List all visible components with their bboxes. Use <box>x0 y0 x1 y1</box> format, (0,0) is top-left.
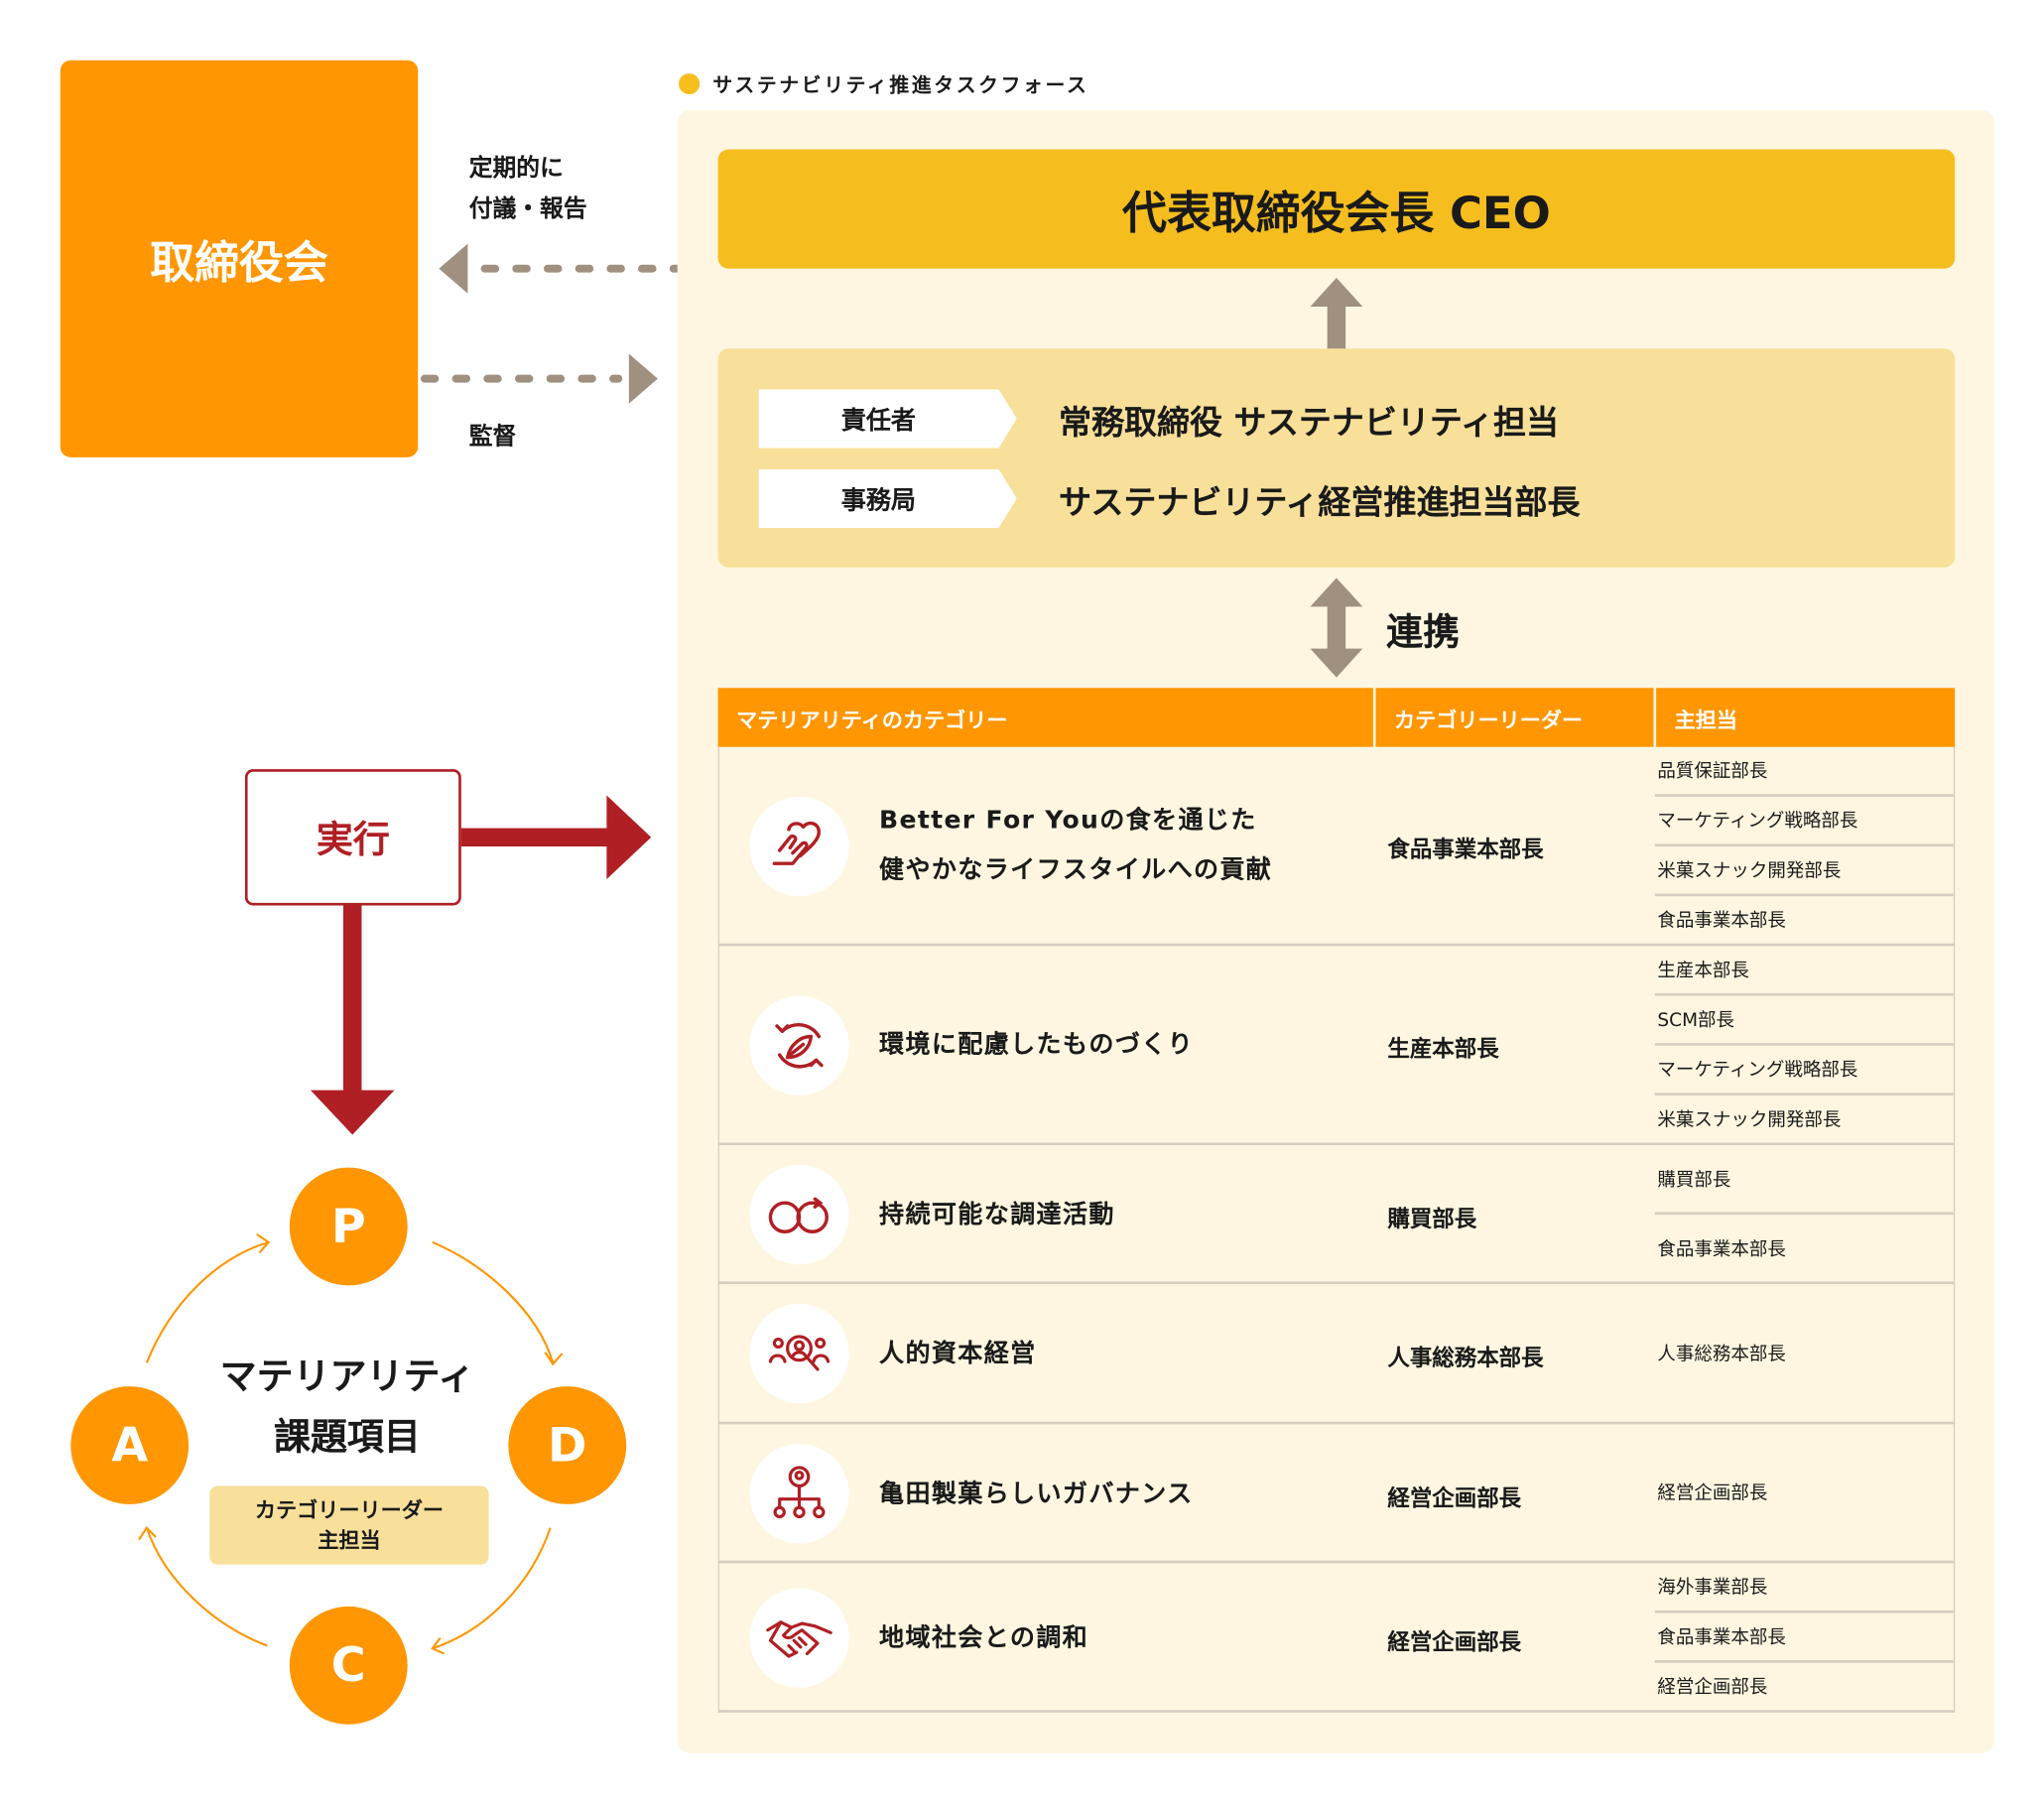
owner-item: 米菓スナック開発部長 <box>1657 1109 1842 1131</box>
arc-d-to-c <box>432 1527 552 1650</box>
category-text: 亀田製菓らしいガバナンス <box>879 1479 1194 1508</box>
secretariat-value: サステナビリティ経営推進担当部長 <box>1058 483 1581 522</box>
leader-text: 食品事業本部長 <box>1387 837 1544 864</box>
tag-label: 事務局 <box>840 485 917 515</box>
link-label: 連携 <box>1386 610 1461 654</box>
header-category: マテリアリティのカテゴリー <box>717 688 1373 747</box>
heart-hand-icon <box>749 796 849 897</box>
execute-label: 実行 <box>316 817 390 861</box>
category-text: 人的資本経営 <box>879 1339 1037 1368</box>
leader-text: 購買部長 <box>1387 1207 1477 1233</box>
tag-secretariat: 事務局 <box>758 468 1017 529</box>
arrowhead <box>256 1233 271 1254</box>
owner-list: 生産本部長 SCM部長 マーケティング戦略部長 米菓スナック開発部長 <box>1654 946 1954 1142</box>
leader-text: 経営企画部長 <box>1387 1485 1522 1512</box>
report-label-line1: 定期的に <box>468 154 564 183</box>
leader-text: 人事総務本部長 <box>1387 1346 1544 1372</box>
org-chart-icon <box>749 1444 849 1544</box>
people-search-icon <box>749 1303 849 1404</box>
owner-item: 購買部長 <box>1654 1145 1954 1216</box>
pdca-cycle-arrows <box>138 1233 564 1655</box>
board-label: 取締役会 <box>150 237 328 290</box>
category-text: 持続可能な調達活動 <box>879 1200 1115 1229</box>
ceo-label: 代表取締役会長 CEO <box>1122 187 1551 240</box>
arc-p-to-d <box>432 1240 555 1363</box>
pdca-do: D <box>508 1386 627 1504</box>
arrowhead <box>431 1636 446 1655</box>
role-line: 主担当 <box>318 1527 381 1553</box>
board-of-directors-box: 取締役会 <box>60 60 419 457</box>
execute-down-arrow <box>310 904 395 1135</box>
ceo-box: 代表取締役会長 CEO <box>717 149 1956 269</box>
report-arrow <box>439 243 682 294</box>
leader-text: 経営企画部長 <box>1387 1629 1522 1657</box>
materiality-title: マテリアリティ 課題項目 <box>184 1347 511 1467</box>
owner-list: 経営企画部長 <box>1655 1424 1954 1560</box>
leader-text: 生産本部長 <box>1387 1036 1499 1063</box>
owner-item: 食品事業本部長 <box>1657 910 1786 932</box>
responsible-value: 常務取締役 サステナビリティ担当 <box>1058 403 1560 443</box>
infinity-cycle-icon <box>749 1164 849 1265</box>
table-row: 持続可能な調達活動 購買部長 購買部長 食品事業本部長 <box>717 1145 1956 1285</box>
materiality-title-line: 課題項目 <box>273 1415 421 1459</box>
materiality-role-box: カテゴリーリーダー 主担当 <box>209 1485 489 1565</box>
owner-list: 人事総務本部長 <box>1655 1284 1954 1422</box>
pdca-act: A <box>70 1386 190 1504</box>
execute-right-arrow <box>460 795 652 880</box>
arc-a-to-p <box>145 1240 270 1363</box>
responsible-box: 責任者 常務取締役 サステナビリティ担当 事務局 サステナビリティ経営推進担当部… <box>717 348 1956 568</box>
taskforce-legend: サステナビリティ推進タスクフォース <box>712 72 1089 97</box>
arrowhead <box>544 1352 564 1366</box>
tag-label: 責任者 <box>840 406 917 436</box>
owner-item: 人事総務本部長 <box>1657 1344 1786 1365</box>
table-row: 亀田製菓らしいガバナンス 経営企画部長 経営企画部長 <box>717 1424 1956 1564</box>
category-text: 地域社会との調和 <box>879 1623 1089 1653</box>
owner-item: SCM部長 <box>1654 996 1954 1046</box>
report-label: 定期的に 付議・報告 <box>469 148 587 229</box>
legend-dot <box>679 72 701 95</box>
role-line: カテゴリーリーダー <box>254 1497 444 1523</box>
owner-list: 海外事業部長 食品事業本部長 経営企画部長 <box>1654 1563 1954 1710</box>
up-arrow-icon <box>1310 277 1363 351</box>
header-leader: カテゴリーリーダー <box>1375 688 1654 747</box>
double-arrow-icon <box>1310 578 1363 678</box>
pdca-plan: P <box>289 1167 408 1286</box>
owner-item: 食品事業本部長 <box>1654 1613 1954 1663</box>
arrowhead <box>138 1526 157 1541</box>
table-row: Better For Youの食を通じた健やかなライフスタイルへの貢献 食品事業… <box>717 746 1956 947</box>
execute-arrows <box>310 795 652 1135</box>
category-text: Better For Youの食を通じた健やかなライフスタイルへの貢献 <box>879 796 1272 895</box>
table-row: 人的資本経営 人事総務本部長 人事総務本部長 <box>717 1284 1956 1425</box>
category-line: 健やかなライフスタイルへの貢献 <box>879 855 1273 885</box>
owner-item: マーケティング戦略部長 <box>1654 1046 1954 1096</box>
table-row: 環境に配慮したものづくり 生産本部長 生産本部長 SCM部長 マーケティング戦略… <box>717 946 1956 1146</box>
arc-c-to-a <box>145 1527 268 1647</box>
owner-item: 経営企画部長 <box>1657 1483 1768 1504</box>
supervise-label: 監督 <box>468 423 517 452</box>
owner-item: マーケティング戦略部長 <box>1654 797 1954 847</box>
owner-item: 食品事業本部長 <box>1657 1238 1786 1260</box>
owner-item: 経営企画部長 <box>1657 1677 1768 1699</box>
pdca-check: C <box>289 1606 408 1725</box>
leaf-cycle-icon <box>749 995 849 1096</box>
report-supervise-arrows <box>420 243 682 404</box>
execute-box: 実行 <box>244 769 461 906</box>
owner-list: 購買部長 食品事業本部長 <box>1654 1145 1954 1281</box>
report-label-line2: 付議・報告 <box>468 194 587 223</box>
owner-item: 米菓スナック開発部長 <box>1654 846 1954 897</box>
handshake-icon <box>749 1588 849 1688</box>
owner-item: 海外事業部長 <box>1654 1563 1954 1613</box>
category-text: 環境に配慮したものづくり <box>879 1029 1194 1059</box>
supervise-arrow <box>420 353 658 404</box>
owner-item: 生産本部長 <box>1654 946 1954 996</box>
owner-list: 品質保証部長 マーケティング戦略部長 米菓スナック開発部長 食品事業本部長 <box>1654 747 1954 944</box>
table-row: 地域社会との調和 経営企画部長 海外事業部長 食品事業本部長 経営企画部長 <box>717 1563 1956 1713</box>
materiality-title-line: マテリアリティ <box>219 1354 475 1398</box>
owner-item: 品質保証部長 <box>1654 747 1954 797</box>
category-line: Better For Youの食を通じた <box>879 806 1257 836</box>
header-owner: 主担当 <box>1656 688 1956 747</box>
tag-responsible: 責任者 <box>758 389 1017 449</box>
